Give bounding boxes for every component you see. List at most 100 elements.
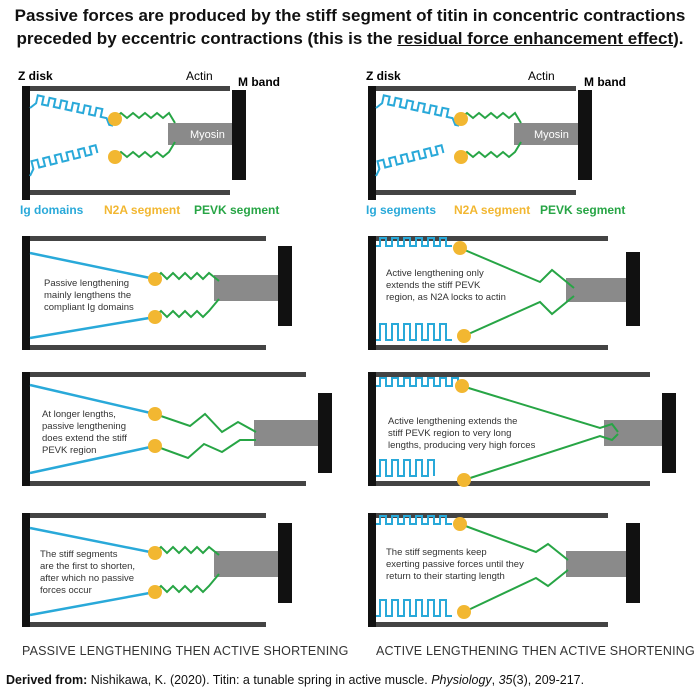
title-line-2-end: ). (673, 29, 684, 48)
z-disk-bar (368, 236, 376, 350)
ig-domain-top (376, 237, 452, 247)
myosin-label: Myosin (190, 129, 225, 141)
legend-pevk: PEVK segment (194, 203, 279, 217)
title-underlined-term: residual force enhancement effect (397, 29, 674, 48)
n2a-bottom (457, 329, 471, 343)
myosin-filament (214, 275, 278, 301)
ig-domain-bottom (376, 599, 452, 617)
annotation-line: compliant Ig domains (44, 302, 134, 313)
actin-top (376, 372, 650, 377)
annotation-line: after which no passive (40, 573, 134, 584)
annotation-line: The stiff segments (40, 549, 118, 560)
left-column-caption: PASSIVE LENGTHENING THEN ACTIVE SHORTENI… (22, 644, 349, 658)
pevk-bottom (154, 439, 256, 460)
ig-domain-bottom (29, 144, 99, 177)
n2a-bottom (454, 150, 468, 164)
actin-bottom (30, 190, 230, 195)
actin-bottom (376, 345, 608, 350)
ig-domain-bottom (376, 459, 435, 477)
n2a-top (454, 112, 468, 126)
z-disk-bar (22, 86, 30, 200)
m-band-bar (626, 523, 640, 603)
panel-left-3: The stiff segments are the first to shor… (22, 513, 292, 627)
panel-top-right: Myosin Z disk Actin M band Ig segments N… (366, 69, 626, 217)
m-band-bar (578, 90, 592, 180)
panel-left-2: At longer lengths, passive lengthening d… (22, 372, 332, 486)
reference-pages: (3), 209-217. (512, 673, 585, 687)
title-line-2-text: preceded by eccentric contractions (this… (16, 29, 398, 48)
annotation-line: extends the stiff PEVK (386, 280, 481, 291)
legend-n2a: N2A segment (454, 203, 530, 217)
ig-domain-top (376, 515, 452, 525)
pevk-top (459, 523, 569, 561)
n2a-bottom (108, 150, 122, 164)
reference-label: Derived from: (6, 673, 88, 687)
title-line-2: preceded by eccentric contractions (this… (8, 27, 692, 50)
annotation-line: mainly lengthens the (44, 290, 131, 301)
n2a-top (148, 407, 162, 421)
myosin-filament (214, 551, 278, 577)
ig-line-bottom (29, 444, 156, 475)
z-disk-bar (22, 372, 30, 486)
z-disk-label: Z disk (366, 69, 401, 83)
myosin-filament (566, 278, 626, 302)
m-band-bar (626, 252, 640, 326)
annotation-line: passive lengthening (42, 421, 126, 432)
annotation-line: region, as N2A locks to actin (386, 292, 506, 303)
m-band-bar (232, 90, 246, 180)
panel-top-left: Myosin Z disk Actin M band Ig domains N2… (18, 69, 280, 217)
reference-volume: 35 (498, 673, 513, 687)
m-band-bar (278, 246, 292, 326)
myosin-filament (604, 420, 662, 446)
myosin-label: Myosin (534, 129, 569, 141)
actin-top (30, 513, 266, 518)
ig-line-bottom (29, 590, 156, 617)
actin-top (30, 372, 306, 377)
reference-text: Nishikawa, K. (2020). Titin: a tunable s… (87, 673, 432, 687)
title-line-1: Passive forces are produced by the stiff… (14, 6, 686, 25)
n2a-top (453, 241, 467, 255)
pevk-top (460, 111, 522, 124)
panel-annotation: Active lengthening only extends the stif… (386, 268, 506, 303)
ig-domain-top (376, 377, 459, 387)
n2a-bottom (148, 310, 162, 324)
z-disk-bar (22, 236, 30, 350)
pevk-bottom (460, 141, 522, 159)
legend-ig: Ig domains (20, 203, 84, 217)
actin-bottom (30, 622, 266, 627)
annotation-line: are the first to shorten, (40, 561, 135, 572)
legend-n2a: N2A segment (104, 203, 180, 217)
ig-line-top (29, 526, 156, 555)
reference-journal: Physiology (431, 673, 492, 687)
panel-annotation: The stiff segments are the first to shor… (40, 549, 138, 596)
z-disk-bar (368, 86, 376, 200)
ig-line-top (29, 383, 156, 416)
ig-domain-top (375, 94, 460, 127)
annotation-line: forces occur (40, 585, 92, 596)
m-band-bar (318, 393, 332, 473)
pevk-top (461, 385, 619, 433)
z-disk-label: Z disk (18, 69, 53, 83)
annotation-line: Passive lengthening (44, 278, 129, 289)
n2a-bottom (457, 605, 471, 619)
pevk-bottom (154, 298, 220, 319)
ig-domain-bottom (375, 144, 445, 177)
actin-top (376, 236, 608, 241)
actin-bottom (376, 190, 576, 195)
ig-domain-top (29, 94, 114, 127)
n2a-top (148, 546, 162, 560)
annotation-line: PEVK region (42, 445, 96, 456)
myosin-filament (566, 551, 626, 577)
annotation-line: does extend the stiff (42, 433, 127, 444)
n2a-bottom (148, 585, 162, 599)
legend-ig: Ig segments (366, 203, 436, 217)
pevk-top (154, 412, 257, 434)
actin-top (376, 513, 608, 518)
panel-annotation: The stiff segments keep exerting passive… (386, 547, 526, 582)
ig-domain-bottom (376, 323, 452, 341)
actin-label: Actin (186, 69, 213, 83)
m-band-bar (278, 523, 292, 603)
n2a-top (108, 112, 122, 126)
n2a-top (453, 517, 467, 531)
